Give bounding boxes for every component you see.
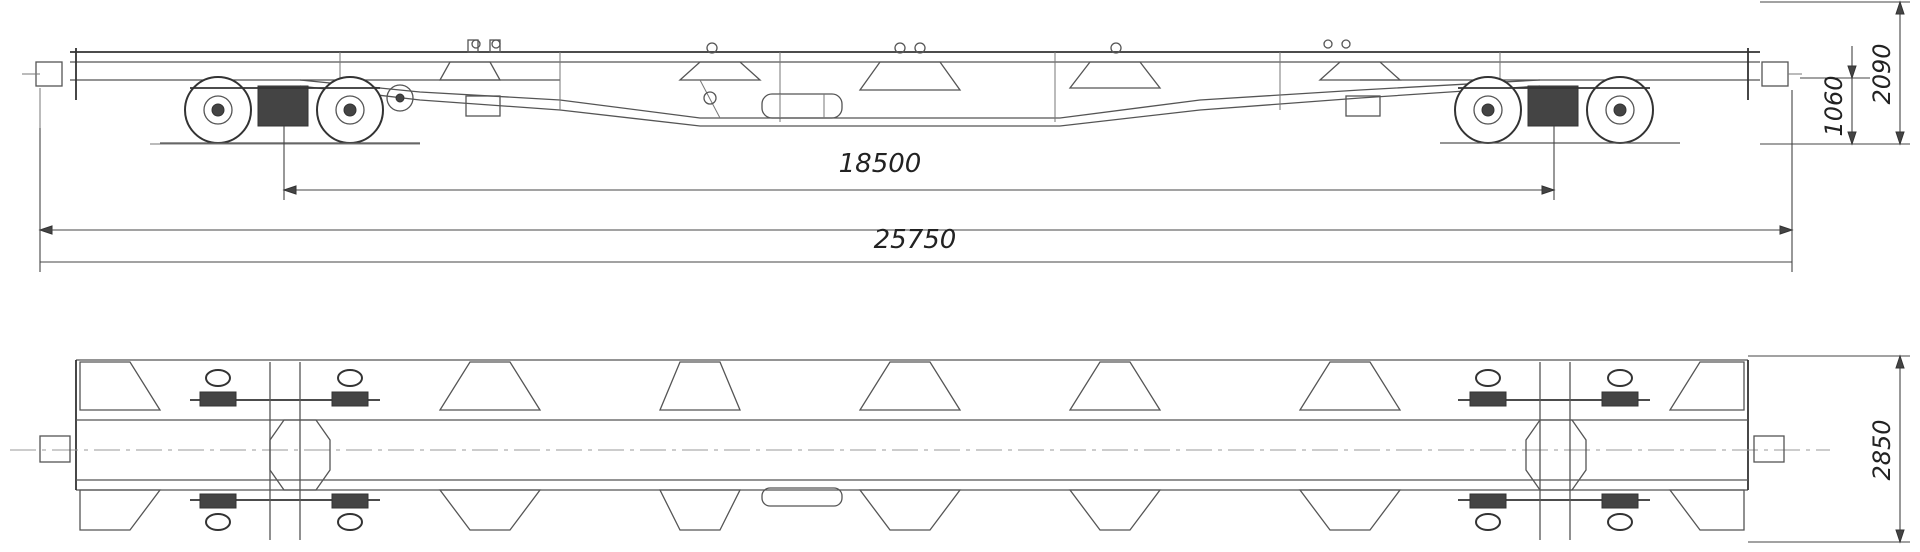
container-pedestal bbox=[1068, 42, 1162, 89]
left-coupler bbox=[22, 61, 63, 128]
plan-right-wheelsets bbox=[1458, 362, 1650, 540]
right-bogie bbox=[1440, 76, 1680, 144]
dim-total-height: 2090 bbox=[1868, 0, 1905, 146]
dim-1060-label: 1060 bbox=[1820, 75, 1848, 136]
left-bogie bbox=[160, 76, 420, 144]
container-pedestal bbox=[438, 39, 502, 81]
dim-bogie-centers: 18500 bbox=[282, 149, 1556, 195]
plan-left-wheelsets bbox=[190, 362, 380, 540]
container-pedestal bbox=[858, 42, 962, 91]
dim-coupler-height: 1060 bbox=[1820, 46, 1857, 146]
dim-2090-label: 2090 bbox=[1868, 43, 1896, 104]
dim-2850-label: 2850 bbox=[1868, 419, 1896, 480]
dim-width: 2850 bbox=[1868, 354, 1905, 544]
right-coupler bbox=[1761, 61, 1802, 87]
right-bolster bbox=[1525, 419, 1587, 491]
plan-view: 2850 bbox=[10, 354, 1910, 544]
container-pedestal bbox=[1318, 39, 1402, 81]
side-elevation-view: 18500 25750 2090 1060 bbox=[22, 0, 1910, 272]
dim-overall-length: 25750 bbox=[38, 225, 1794, 263]
container-pedestal bbox=[678, 42, 762, 81]
dim-18500-label: 18500 bbox=[839, 149, 922, 179]
air-reservoir bbox=[761, 93, 843, 119]
dim-25750-label: 25750 bbox=[874, 225, 957, 255]
